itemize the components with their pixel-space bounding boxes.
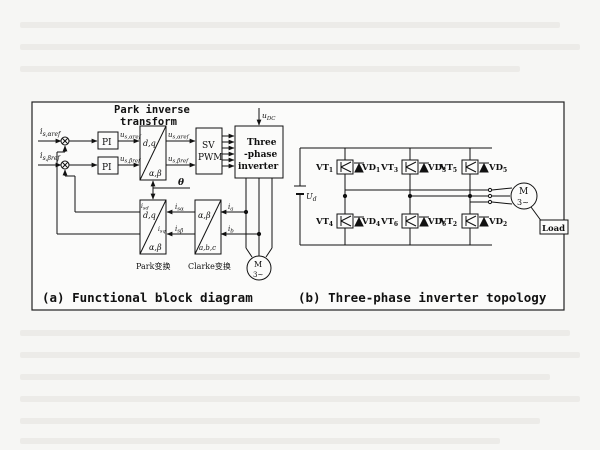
diode-vd4 [354, 216, 364, 227]
vt1-label: VT1 [315, 163, 333, 174]
diode-vd3 [419, 162, 429, 173]
caption-right: (b) Three-phase inverter topology [298, 290, 547, 305]
vt2-label: VT2 [439, 217, 457, 228]
pi-block-1-label: PI [102, 138, 112, 148]
motor-right-label-1: M [519, 187, 528, 197]
isa-label: isα [175, 203, 184, 213]
switch-vt5 [461, 159, 479, 175]
switch-vt6 [401, 213, 419, 229]
diode-vd1 [354, 162, 364, 173]
inverter-label-1: Three [247, 138, 277, 148]
load-box [539, 219, 569, 235]
vd5-label: VD5 [488, 163, 507, 174]
input-beta-label: is,βref [40, 151, 61, 162]
motor-right [510, 182, 538, 210]
u-alpha-ref-label: us,αref [120, 131, 142, 141]
u-alpha-out-label: us,αref [168, 131, 190, 141]
udc-label: uDC [262, 111, 276, 122]
switch-vt2 [461, 213, 479, 229]
park-inverse-title: Park inverse [114, 104, 190, 116]
ib-label: ib [228, 225, 234, 235]
ud-label: Ud [306, 192, 317, 203]
figure-frame [31, 101, 565, 311]
park-dq: d,q [143, 211, 156, 220]
svpwm-label-2: PWM [198, 153, 223, 163]
clarke-block [194, 199, 222, 255]
ia-label: ia [228, 203, 234, 213]
inverter-topology: Ud [294, 147, 569, 305]
switch-vt4 [336, 213, 354, 229]
inverter-label-2: -phase [244, 150, 277, 160]
theta-label: θ [178, 178, 184, 188]
park-inverse-block [139, 125, 167, 181]
pi-block-2-label: PI [102, 163, 112, 173]
clarke-abc: a,b,c [199, 244, 216, 252]
input-alpha-label: is,αref [40, 127, 62, 138]
motor-left-label-1: M [254, 260, 262, 269]
vt5-label: VT5 [439, 163, 457, 174]
park-inverse-ab: α,β [149, 169, 162, 178]
isq-label: isq [158, 226, 166, 235]
park-label: Park变换 [136, 261, 170, 271]
functional-block-diagram: Park inverse transform is,αref is,βref P… [38, 104, 284, 305]
vt3-label: VT3 [380, 163, 398, 174]
isb-label: isβ [175, 225, 183, 235]
park-inverse-dq: d,q [143, 139, 156, 148]
vd3-label: VD3 [427, 163, 446, 174]
inverter-label-3: inverter [238, 162, 279, 172]
diode-vd2 [479, 216, 489, 227]
clarke-label: Clarke变换 [188, 261, 231, 271]
svpwm-label-1: SV [202, 141, 215, 151]
park-block [139, 199, 167, 255]
vd1-label: VD1 [361, 163, 380, 174]
u-beta-out-label: us,βref [168, 155, 189, 165]
switch-vt1 [336, 159, 354, 175]
vd6-label: VD6 [427, 217, 446, 228]
motor-right-label-2: 3~ [517, 198, 529, 207]
park-ab: α,β [149, 243, 162, 252]
diode-vd5 [479, 162, 489, 173]
clarke-ab: α,β [198, 211, 211, 220]
isd-label: isd [141, 203, 149, 212]
svpwm-block [195, 127, 223, 175]
u-beta-ref-label: us,βref [120, 155, 141, 165]
caption-left: (a) Functional block diagram [42, 290, 253, 305]
load-label: Load [542, 224, 565, 234]
vd4-label: VD4 [361, 217, 380, 228]
park-inverse-subtitle: transform [120, 116, 177, 128]
switch-vt3 [401, 159, 419, 175]
vt4-label: VT4 [315, 217, 333, 228]
vt6-label: VT6 [380, 217, 398, 228]
diode-vd6 [419, 216, 429, 227]
vd2-label: VD2 [488, 217, 507, 228]
motor-left-label-2: 3~ [253, 271, 263, 279]
